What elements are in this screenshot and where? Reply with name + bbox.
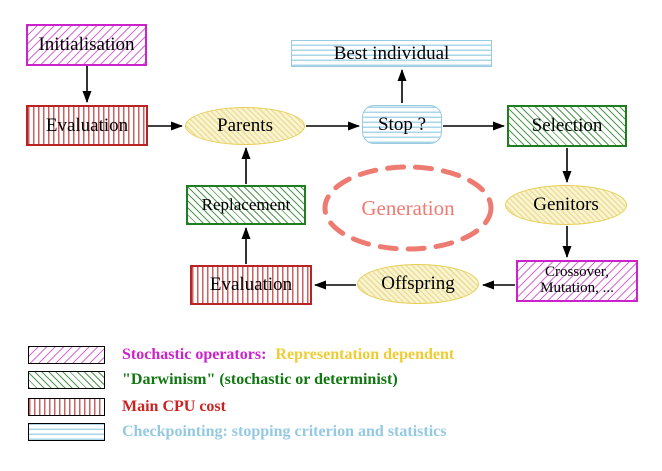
- legend-swatch-darwinism: [28, 371, 105, 389]
- node-stop: Stop ?: [362, 105, 442, 144]
- node-genitors: Genitors: [505, 185, 627, 225]
- node-replacement: Replacement: [186, 185, 306, 225]
- node-selection: Selection: [507, 105, 627, 147]
- node-evaluation-top: Evaluation: [26, 105, 148, 146]
- legend-label-checkpointing: Checkpointing: stopping criterion and st…: [122, 423, 447, 440]
- node-offspring: Offspring: [357, 264, 479, 304]
- node-evaluation-bottom: Evaluation: [190, 265, 312, 305]
- legend-swatch-checkpointing: [28, 423, 105, 441]
- legend-swatch-main-cpu-cost: [28, 398, 105, 416]
- node-parents: Parents: [185, 107, 305, 145]
- generation-label: Generation: [361, 196, 455, 220]
- node-initialisation: Initialisation: [26, 24, 147, 66]
- legend-label-main-cpu-cost: Main CPU cost: [122, 398, 226, 415]
- legend-text-stochastic: Stochastic operators:: [122, 346, 267, 363]
- legend-swatch-stochastic-operators: [28, 346, 105, 364]
- crossover-line2: Mutation, ...: [540, 280, 614, 296]
- node-best-individual: Best individual: [291, 40, 492, 67]
- crossover-line1: Crossover,: [545, 264, 609, 281]
- legend-text-representation: Representation dependent: [275, 346, 455, 363]
- legend-label-darwinism: "Darwinism" (stochastic or determinist): [122, 371, 398, 388]
- legend-label-stochastic-operators: Stochastic operators: Representation depe…: [122, 346, 454, 364]
- node-crossover-mutation: Crossover, Mutation, ...: [516, 260, 638, 302]
